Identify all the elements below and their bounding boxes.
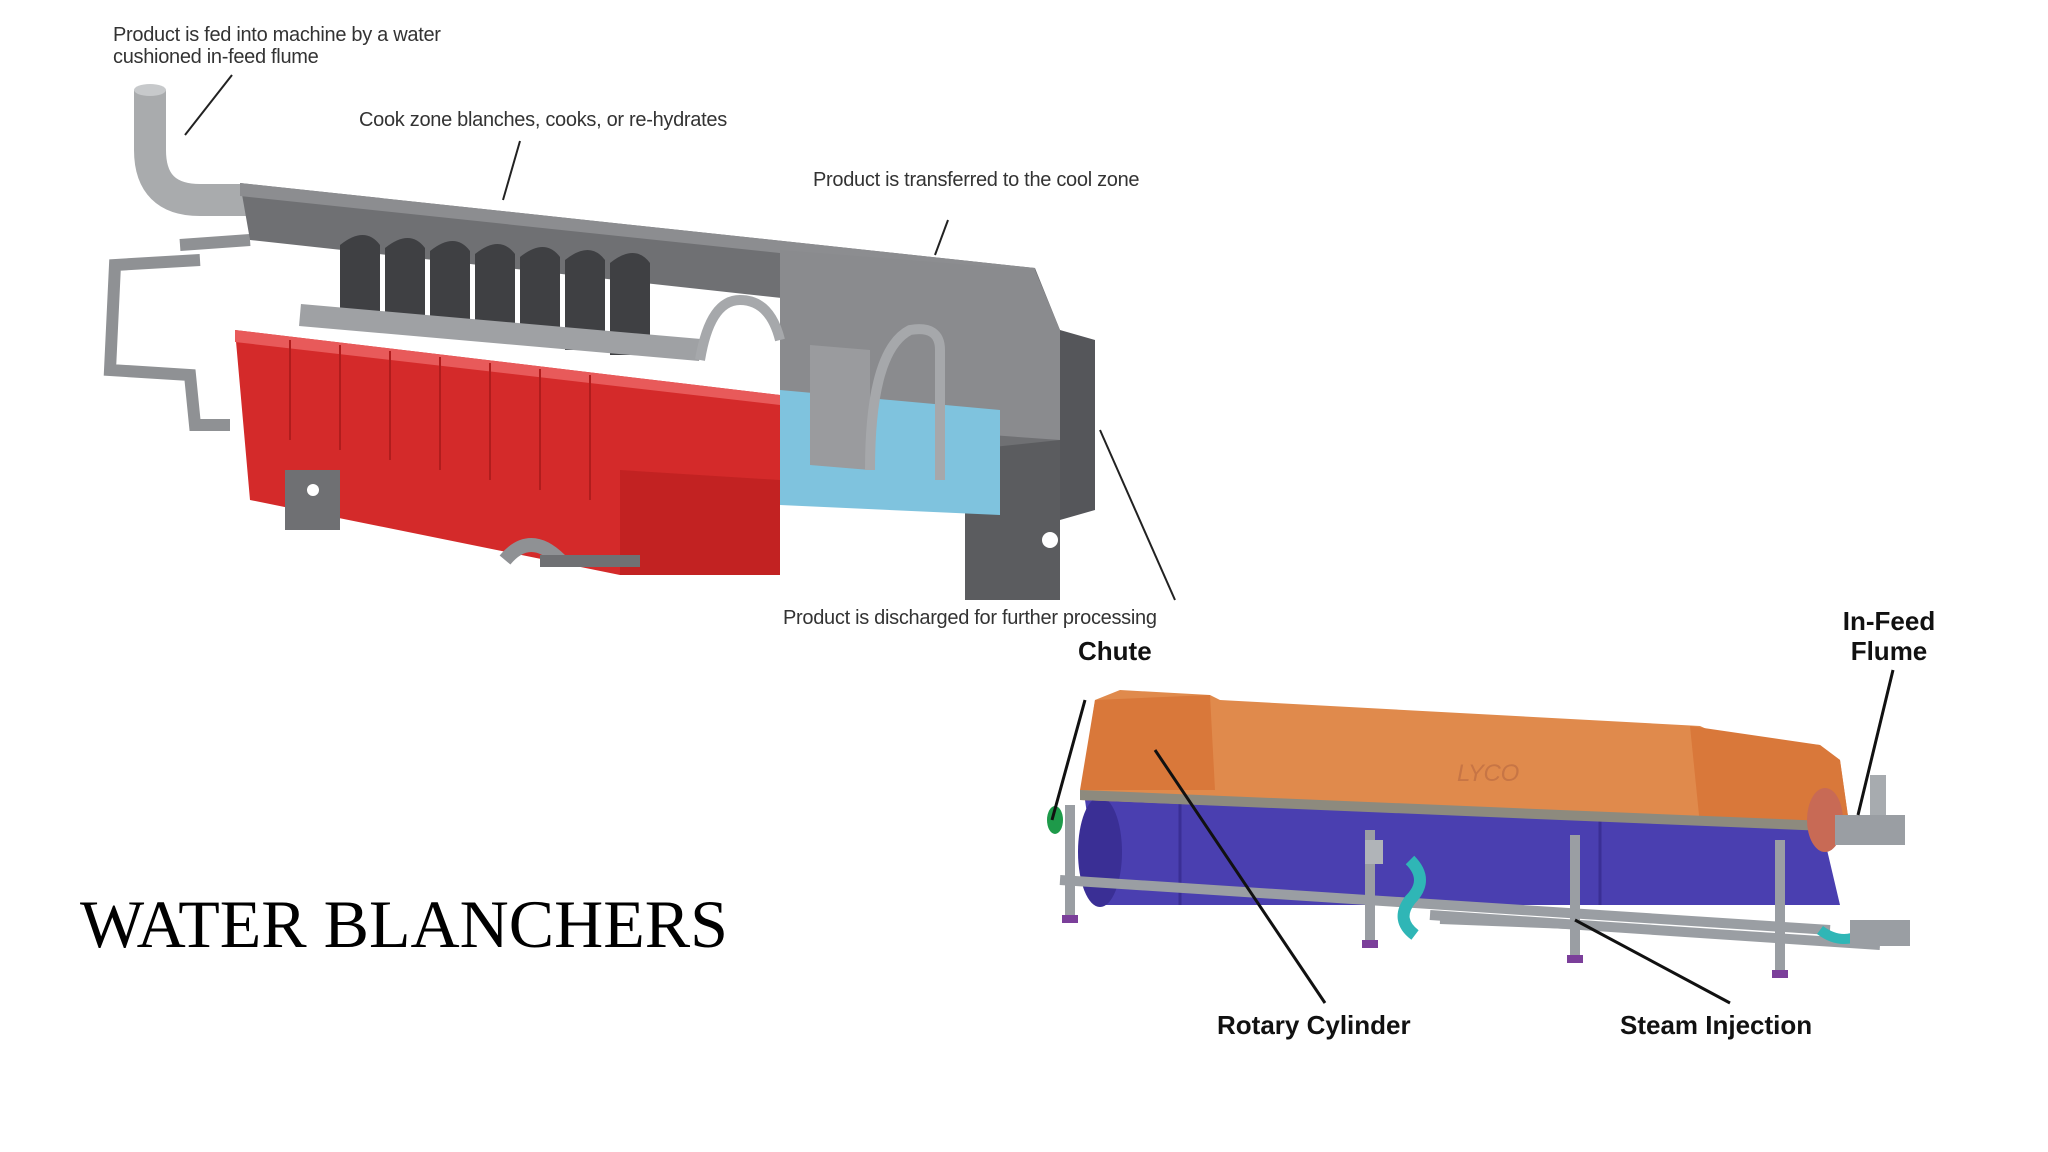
transfer-caption: Product is transferred to the cool zone bbox=[813, 169, 1140, 191]
infeed-caption-line1: Product is fed into machine by a water bbox=[113, 24, 441, 46]
discharge-caption: Product is discharged for further proces… bbox=[783, 607, 1157, 629]
infeed-flume-label-line2: Flume bbox=[1850, 636, 1928, 666]
infeed-flume-label-line1: In-Feed bbox=[1842, 606, 1936, 636]
cook-zone-caption: Cook zone blanches, cooks, or re-hydrate… bbox=[359, 109, 727, 131]
blancher-housing bbox=[240, 183, 1095, 600]
top-callout-lines bbox=[184, 74, 1176, 601]
steam-injection-label: Steam Injection bbox=[1620, 1010, 1813, 1040]
orange-cover bbox=[1080, 690, 1850, 832]
slide-title: WATER BLANCHERS bbox=[80, 886, 728, 962]
infeed-flume-pipe bbox=[134, 84, 250, 216]
chute bbox=[1047, 806, 1063, 834]
lyco-brand: LYCO bbox=[1457, 760, 1519, 787]
frame-feet bbox=[1062, 915, 1788, 978]
infeed-flume-wheel bbox=[1807, 775, 1905, 852]
cook-zone-tank bbox=[235, 304, 780, 575]
left-piping bbox=[103, 234, 251, 431]
rotary-cylinder-label: Rotary Cylinder bbox=[1217, 1010, 1411, 1040]
steam-injection-pipes bbox=[1365, 840, 1910, 946]
bottom-callout-lines bbox=[1050, 669, 1895, 1005]
chute-label: Chute bbox=[1078, 636, 1152, 666]
infeed-caption-line2: cushioned in-feed flume bbox=[113, 46, 319, 68]
cool-zone-tank bbox=[695, 294, 1000, 515]
